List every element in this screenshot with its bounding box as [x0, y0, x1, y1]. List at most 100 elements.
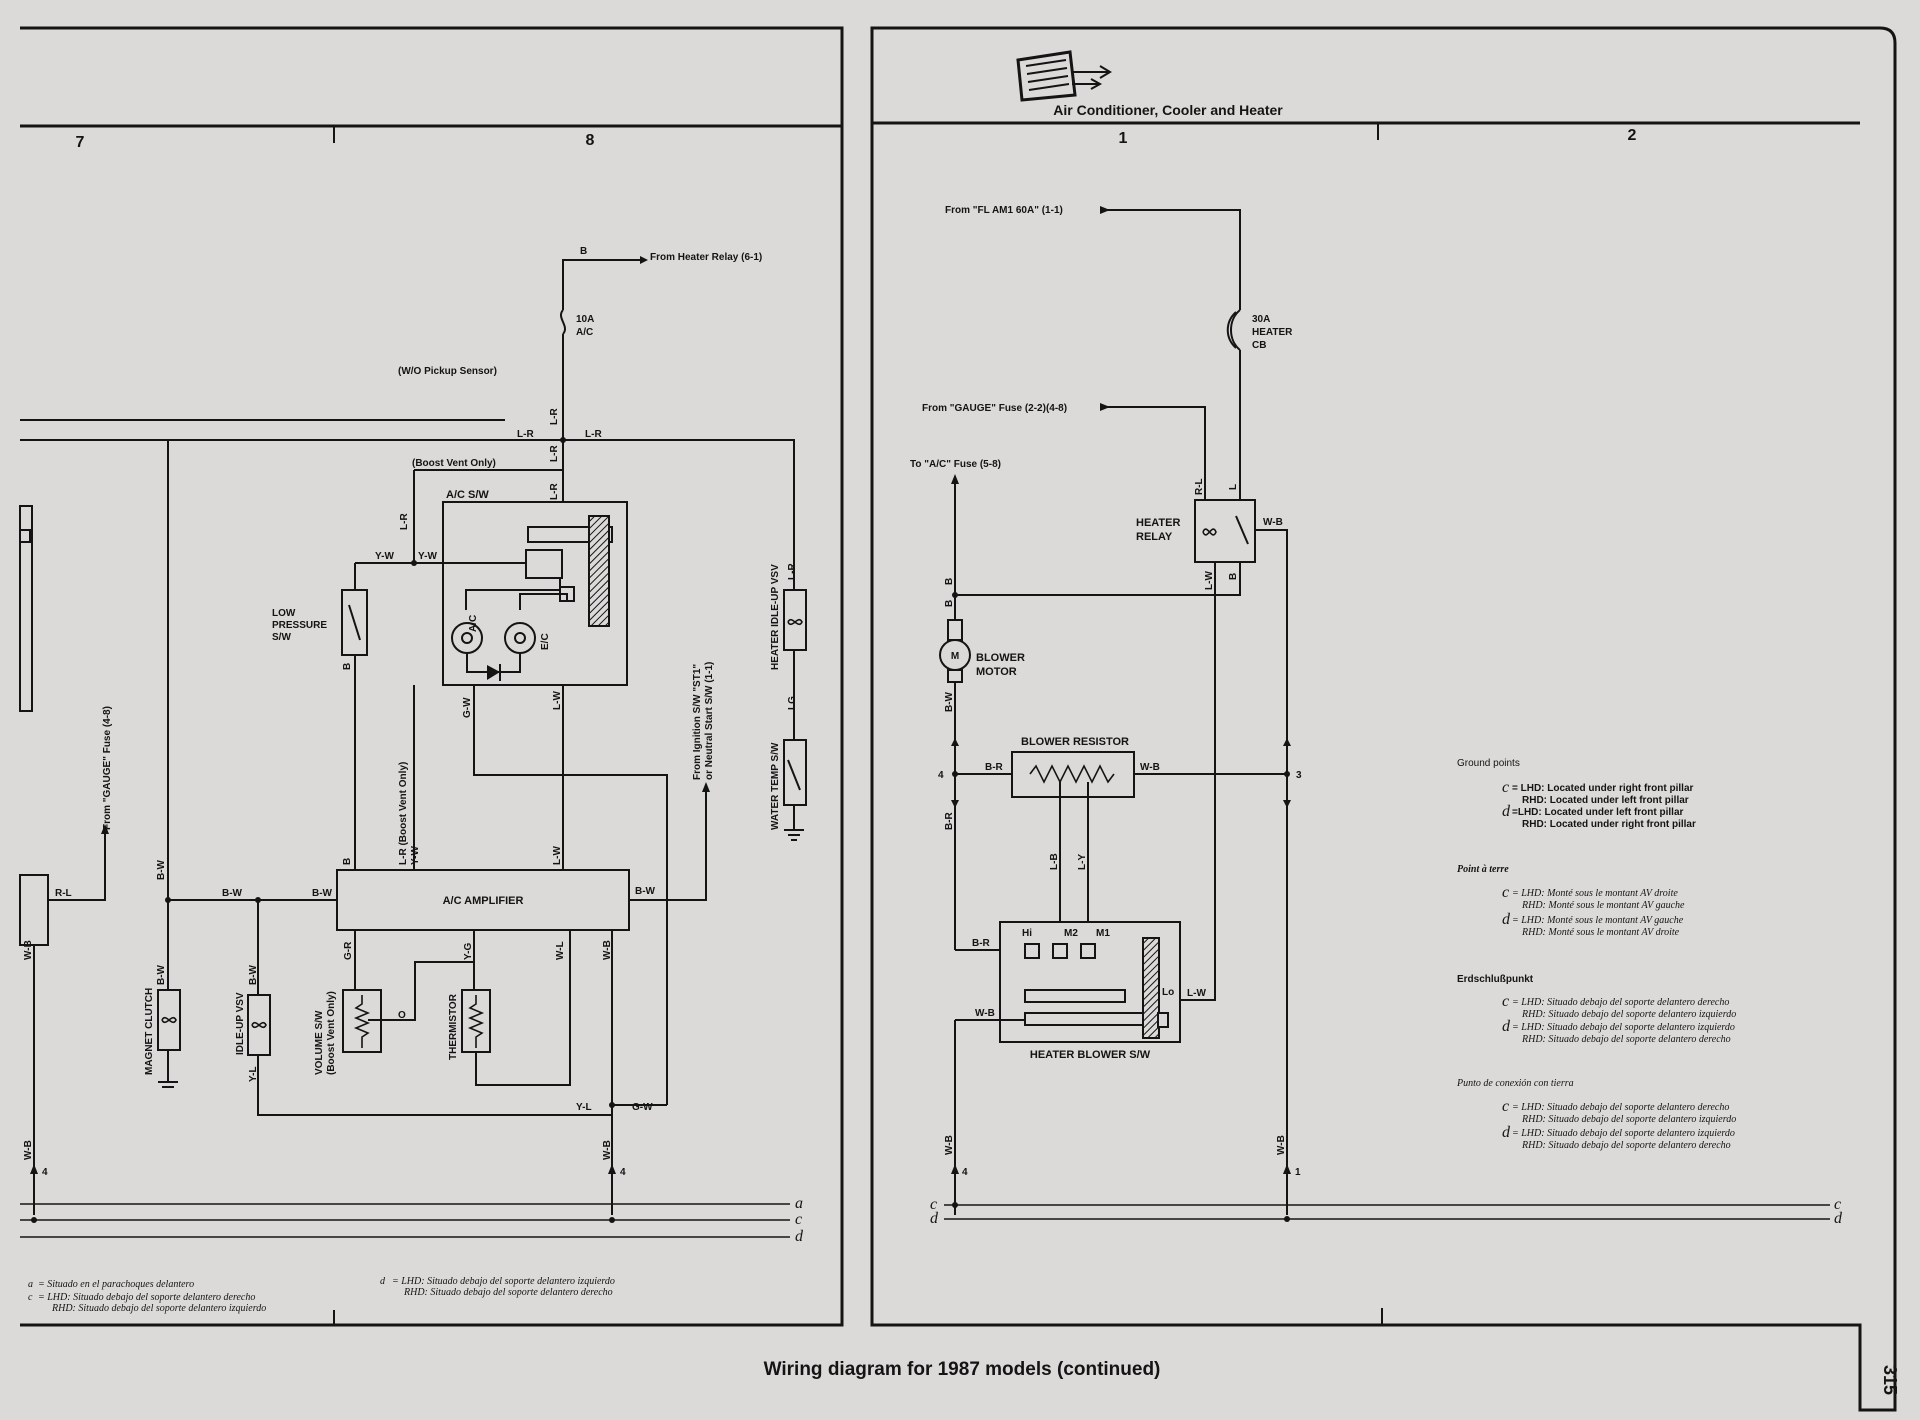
- svg-text:L-B: L-B: [1049, 853, 1060, 870]
- svg-text:L-R: L-R: [517, 429, 534, 440]
- from-heater-relay-label: From Heater Relay (6-1): [650, 252, 762, 263]
- svg-text:LOW: LOW: [272, 608, 296, 619]
- svg-text:Y-W: Y-W: [375, 551, 394, 562]
- ground-symbol: [784, 829, 804, 841]
- svg-text:B-W: B-W: [312, 888, 333, 899]
- svg-text:c: c: [1502, 884, 1509, 901]
- svg-text:B-W: B-W: [635, 886, 656, 897]
- svg-text:c: c: [1502, 1098, 1509, 1115]
- col-7: 7: [76, 134, 85, 151]
- svg-text:= LHD: Located under right fro: = LHD: Located under right front pillar: [1512, 783, 1694, 794]
- svg-text:L-W: L-W: [1204, 571, 1215, 590]
- svg-text:30A: 30A: [1252, 314, 1270, 325]
- svg-text:d: d: [1502, 803, 1511, 820]
- right-wiring: From "FL AM1 60A" (1-1) 30A HEATER CB L …: [910, 205, 1843, 1227]
- svg-text:RHD: Situado debajo del soport: RHD: Situado debajo del soporte delanter…: [1521, 1114, 1736, 1125]
- svg-text:RHD: Located under right front: RHD: Located under right front pillar: [1522, 819, 1696, 830]
- svg-text:B-W: B-W: [156, 964, 167, 985]
- svg-text:MOTOR: MOTOR: [976, 666, 1017, 678]
- section-title: Air Conditioner, Cooler and Heater: [1053, 102, 1283, 118]
- svg-text:B-R: B-R: [985, 762, 1004, 773]
- svg-text:d: d: [1502, 911, 1511, 928]
- svg-text:HEATER BLOWER S/W: HEATER BLOWER S/W: [1030, 1049, 1151, 1061]
- page-number: 315: [1880, 1365, 1900, 1395]
- svg-text:Hi: Hi: [1022, 928, 1032, 939]
- svg-text:L-R: L-R: [787, 563, 798, 580]
- svg-text:B-W: B-W: [156, 859, 167, 880]
- svg-text:VOLUME S/W: VOLUME S/W: [314, 1010, 325, 1075]
- svg-text:Y-L: Y-L: [248, 1066, 259, 1082]
- svg-text:PRESSURE: PRESSURE: [272, 620, 327, 631]
- svg-text:B: B: [944, 578, 955, 585]
- svg-text:From "GAUGE" Fuse (4-8): From "GAUGE" Fuse (4-8): [102, 706, 113, 830]
- svg-text:W-B: W-B: [944, 1135, 955, 1155]
- svg-text:MAGNET CLUTCH: MAGNET CLUTCH: [144, 988, 155, 1075]
- svg-text:c: c: [1834, 1196, 1841, 1213]
- diagram-caption: Wiring diagram for 1987 models (continue…: [764, 1359, 1161, 1380]
- svg-text:B-W: B-W: [222, 888, 243, 899]
- heater-idle-up-vsv: [783, 589, 807, 651]
- svg-text:L-R: L-R: [549, 408, 560, 425]
- svg-text:c: c: [930, 1196, 937, 1213]
- svg-text:Lo: Lo: [1162, 987, 1174, 998]
- note-d-line1: = LHD: Situado debajo del soporte delant…: [392, 1276, 615, 1287]
- bus-d-label: d: [795, 1228, 804, 1245]
- left-frame: [20, 26, 844, 1327]
- svg-text:HEATER IDLE-UP VSV: HEATER IDLE-UP VSV: [770, 564, 781, 670]
- svg-text:BLOWER RESISTOR: BLOWER RESISTOR: [1021, 736, 1129, 748]
- fuse-10a: [560, 309, 566, 335]
- svg-text:WATER TEMP S/W: WATER TEMP S/W: [770, 742, 781, 830]
- from-gauge-label: From "GAUGE" Fuse (2-2)(4-8): [922, 403, 1067, 414]
- svg-text:L-W: L-W: [552, 691, 563, 710]
- svg-text:c: c: [1502, 779, 1509, 796]
- ec-indicator-lamp: [504, 622, 536, 654]
- svg-text:4: 4: [938, 770, 944, 781]
- svg-text:W-B: W-B: [975, 1008, 995, 1019]
- svg-text:c: c: [1502, 993, 1509, 1010]
- svg-text:L-Y: L-Y: [1077, 854, 1088, 870]
- svg-text:a: a: [28, 1279, 33, 1290]
- svg-text:W-B: W-B: [602, 940, 613, 960]
- svg-text:4: 4: [962, 1167, 968, 1178]
- to-ac-fuse-label: To "A/C" Fuse (5-8): [910, 459, 1001, 470]
- svg-text:(Boost Vent Only): (Boost Vent Only): [412, 458, 496, 469]
- from-fl-am1-label: From "FL AM1 60A" (1-1): [945, 205, 1063, 216]
- svg-text:RHD: Located under left front: RHD: Located under left front pillar: [1522, 795, 1689, 806]
- svg-text:W-B: W-B: [23, 940, 34, 960]
- wo-pickup-label: (W/O Pickup Sensor): [398, 366, 497, 377]
- svg-text:From Ignition S/W "ST1": From Ignition S/W "ST1": [692, 664, 703, 780]
- svg-text:BLOWER: BLOWER: [976, 652, 1025, 664]
- svg-text:or Neutral Start S/W (1-1): or Neutral Start S/W (1-1): [704, 662, 715, 780]
- svg-text:RHD: Situado debajo del soport: RHD: Situado debajo del soporte delanter…: [1521, 1140, 1731, 1151]
- svg-text:HEATER: HEATER: [1136, 517, 1180, 529]
- svg-text:d: d: [1502, 1124, 1511, 1141]
- svg-text:W-B: W-B: [1263, 517, 1283, 528]
- svg-text:Y-W: Y-W: [418, 551, 437, 562]
- svg-text:10A: 10A: [576, 314, 594, 325]
- water-temp-switch: [783, 739, 807, 806]
- svg-text:B: B: [580, 246, 587, 257]
- col-1: 1: [1119, 130, 1128, 147]
- svg-text:R-L: R-L: [1194, 478, 1205, 495]
- svg-text:A/C AMPLIFIER: A/C AMPLIFIER: [443, 895, 524, 907]
- svg-text:B: B: [342, 663, 353, 670]
- svg-text:G-W: G-W: [462, 697, 473, 718]
- svg-text:L-W: L-W: [552, 846, 563, 865]
- note-d-line2: RHD: Situado debajo del soporte delanter…: [403, 1287, 613, 1298]
- svg-text:O: O: [398, 1010, 406, 1021]
- heater-circuit-breaker: [1230, 309, 1241, 351]
- svg-text:= LHD: Monté sous le montant A: = LHD: Monté sous le montant AV gauche: [1512, 915, 1684, 926]
- svg-text:RHD: Monté sous le montant AV: RHD: Monté sous le montant AV gauche: [1521, 900, 1685, 911]
- svg-text:W-B: W-B: [1140, 762, 1160, 773]
- svg-text:=LHD: Located under left front: =LHD: Located under left front pillar: [1512, 807, 1684, 818]
- bus-c-label: c: [795, 1211, 802, 1228]
- svg-text:L-R: L-R: [585, 429, 602, 440]
- svg-text:= LHD: Situado debajo del sopo: = LHD: Situado debajo del soporte delant…: [1512, 997, 1729, 1008]
- svg-text:B: B: [1228, 573, 1239, 580]
- svg-text:d: d: [380, 1276, 386, 1287]
- svg-text:G-R: G-R: [343, 941, 354, 960]
- diode: [487, 665, 500, 680]
- note-c-line1: = LHD: Situado debajo del soporte delant…: [38, 1292, 255, 1303]
